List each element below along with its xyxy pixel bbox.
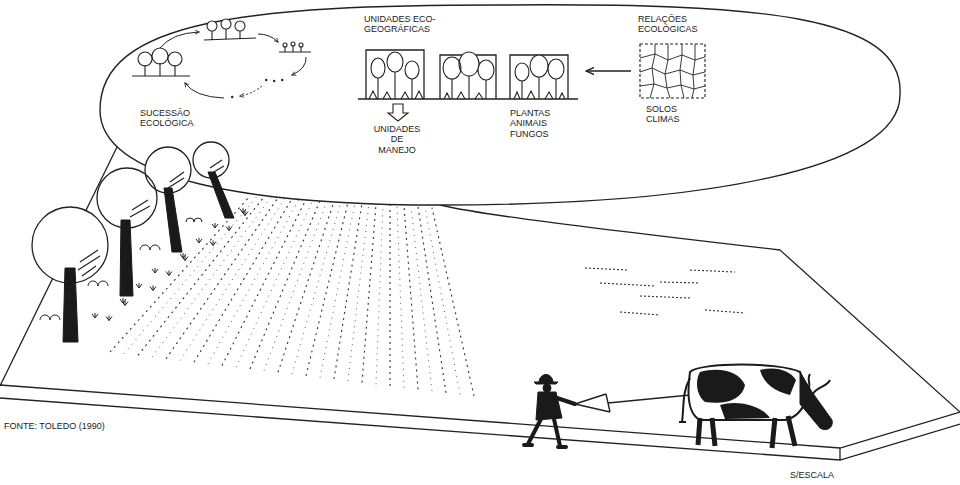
eco-unit-trees bbox=[371, 52, 564, 81]
ox-body bbox=[688, 365, 808, 421]
furrow bbox=[425, 207, 460, 394]
succession-stage-mature bbox=[204, 19, 256, 40]
field-marks bbox=[585, 268, 745, 315]
succession-stage-seeds bbox=[231, 79, 283, 98]
grass-tuft bbox=[152, 268, 158, 273]
management-units-label-text: UNIDADES DE MANEJO bbox=[372, 124, 422, 155]
succession-arrow bbox=[160, 32, 199, 48]
box-caption: SOLOS CLIMAS bbox=[646, 104, 692, 125]
cycle-label: SUCESSÃO ECOLÓGICA bbox=[140, 108, 202, 129]
grass-tuft bbox=[92, 313, 98, 318]
tree-trunks bbox=[63, 172, 234, 342]
grass-tuft bbox=[182, 256, 188, 261]
grass-tuft bbox=[210, 241, 216, 246]
eco-unit-panels bbox=[358, 50, 578, 99]
management-units-label: UNIDADES DE MANEJO bbox=[372, 124, 422, 155]
furrow bbox=[418, 207, 446, 393]
furrow bbox=[362, 204, 376, 383]
furrow bbox=[397, 205, 404, 387]
box-heading: RELAÇÕES ECOLÓGICAS bbox=[638, 14, 716, 35]
grass-tuft bbox=[122, 301, 128, 306]
furrow bbox=[404, 206, 418, 390]
furrow bbox=[411, 206, 432, 391]
hollow-down-arrow bbox=[388, 104, 408, 121]
source-note-text: FONTE: TOLEDO (1990) bbox=[4, 421, 105, 431]
dashed-relations-frame bbox=[640, 44, 705, 98]
furrow bbox=[208, 199, 299, 364]
furrow bbox=[180, 198, 285, 360]
grass-tuft bbox=[212, 223, 218, 228]
furrow bbox=[166, 198, 278, 359]
ox-patches bbox=[697, 368, 796, 419]
grass-tuft bbox=[136, 283, 142, 288]
scale-note: S/ESCALA bbox=[790, 470, 880, 480]
furrow bbox=[292, 202, 341, 374]
band-heading: UNIDADES ECO-GEOGRÁFICAS bbox=[364, 12, 456, 35]
grass-tuft bbox=[166, 271, 172, 276]
furrow bbox=[376, 205, 383, 385]
succession-arrow bbox=[258, 34, 278, 42]
tree-hatching bbox=[78, 160, 224, 276]
furrow bbox=[320, 203, 355, 378]
relations-mesh bbox=[640, 44, 705, 98]
succession-arrow bbox=[185, 83, 224, 98]
farmer-limbs bbox=[524, 397, 575, 447]
grass-tuft bbox=[196, 238, 202, 243]
furrow bbox=[334, 203, 362, 379]
grass-tuft bbox=[150, 286, 156, 291]
succession-stage-pioneer bbox=[279, 42, 311, 52]
relation-arrow bbox=[586, 70, 631, 71]
furrow bbox=[278, 201, 334, 372]
grass-tuft bbox=[106, 316, 112, 321]
eco-geographic-units-band: UNIDADES ECO-GEOGRÁFICAS bbox=[358, 12, 583, 101]
ox-head bbox=[800, 372, 832, 430]
furrow bbox=[389, 205, 390, 386]
furrow bbox=[250, 201, 320, 370]
shrubs bbox=[40, 218, 202, 320]
furrow bbox=[348, 204, 369, 381]
grass-tuft bbox=[226, 226, 232, 231]
biota-label-text: PLANTAS ANIMAIS FUNGOS bbox=[510, 108, 556, 139]
ecological-relations-box: RELAÇÕES ECOLÓGICAS SOLOS CLIMAS bbox=[634, 14, 720, 132]
succession-stage-secondary bbox=[132, 48, 190, 76]
eco-unit-trunks-shrubs bbox=[369, 72, 565, 99]
furrow bbox=[306, 202, 348, 375]
succession-arrow bbox=[292, 57, 306, 75]
furrow bbox=[194, 199, 292, 363]
succession-arrow bbox=[240, 86, 262, 96]
plowed-furrows bbox=[110, 196, 474, 396]
furrow bbox=[222, 200, 306, 366]
furrow bbox=[138, 197, 264, 356]
ox-legs bbox=[698, 416, 795, 448]
furrow bbox=[432, 208, 474, 397]
biota-label: PLANTAS ANIMAIS FUNGOS bbox=[510, 108, 556, 139]
cycle-label-text: SUCESSÃO ECOLÓGICA bbox=[140, 108, 202, 129]
scale-note-text: S/ESCALA bbox=[790, 470, 834, 480]
furrow bbox=[264, 201, 327, 371]
grass-tuft bbox=[242, 211, 248, 216]
ox-horns-tail bbox=[679, 374, 830, 422]
source-note: FONTE: TOLEDO (1990) bbox=[4, 421, 174, 431]
plough bbox=[575, 394, 690, 412]
